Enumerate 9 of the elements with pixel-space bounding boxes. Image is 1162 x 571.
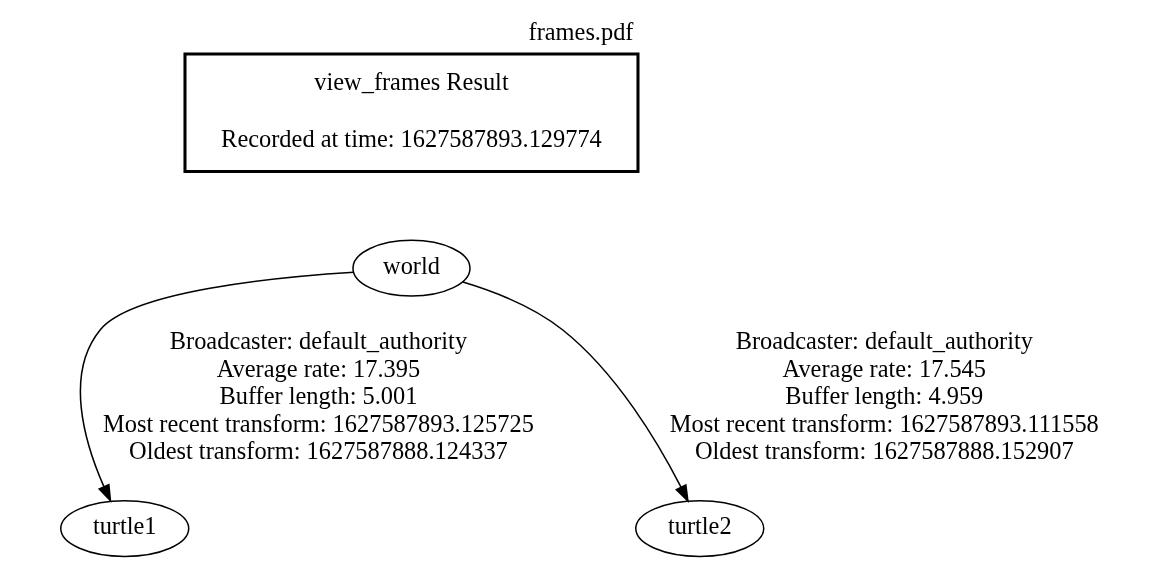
node-ellipse: turtle2 [635, 499, 765, 558]
diagram-title: frames.pdf [528, 17, 634, 45]
node-ellipse: turtle1 [60, 499, 190, 558]
edge-label: Broadcaster: default_authority Average rate: 17.395 Buffer length: 5.001 Most recent transform: 1627587893.125725 Oldest transform: 1627587888.124337 [103, 327, 534, 465]
node-ellipse: world [352, 239, 471, 297]
node-box: view_frames Result Recorded at time: 1627587893.129774 [183, 52, 640, 173]
arrow [462, 281, 689, 504]
arrow [79, 271, 355, 503]
edge-label: Broadcaster: default_authority Average rate: 17.545 Buffer length: 4.959 Most recent transform: 1627587893.111558 Oldest transform: 1627587888.152907 [669, 327, 1099, 465]
